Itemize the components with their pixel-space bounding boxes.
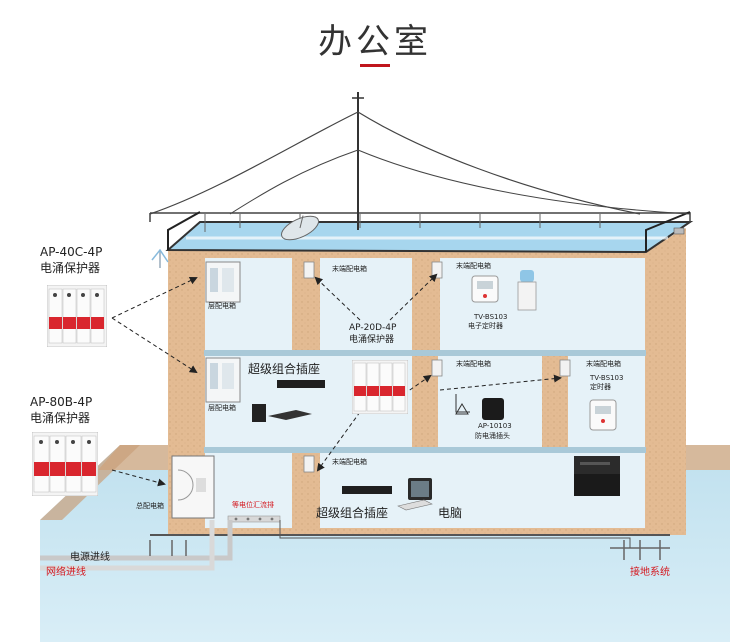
floor3-mid-box-label: 末端配电箱	[332, 265, 367, 273]
ap40c-model-label: AP-40C-4P	[40, 245, 103, 259]
lightning-rod-icon	[151, 248, 169, 268]
camera-icon	[673, 227, 685, 235]
floor1-mid-box-label: 末端配电箱	[332, 458, 367, 466]
floor3-right-box-label: 末端配电箱	[456, 262, 491, 270]
water-dispenser-icon	[517, 270, 537, 311]
title-underline	[360, 64, 390, 67]
spd-module-icon	[32, 432, 98, 496]
floor2-distribution-panel	[205, 357, 241, 403]
plug-icon	[455, 394, 504, 420]
floor3-device-model-label: TV-BS103	[474, 313, 508, 321]
network-in-label: 网络进线	[46, 567, 86, 578]
ap20d-model-label: AP-20D-4P	[349, 323, 397, 333]
floor3-left-box-label: 层配电箱	[208, 302, 236, 310]
floor2-mid-device-model-label: AP-10103	[478, 422, 512, 430]
ap80b-name-label: 电涌保护器	[30, 411, 91, 425]
main-distribution-cabinet	[171, 455, 215, 519]
floor1-main-box-label: 总配电箱	[136, 502, 164, 510]
ap20d-name-label: 电涌保护器	[349, 335, 395, 345]
power-strip-icon	[277, 380, 392, 494]
ap80b-model-label: AP-80B-4P	[30, 395, 93, 409]
grounding-label: 接地系统	[630, 567, 670, 578]
printer-icon	[574, 456, 620, 496]
floor2-socket-label: 超级组合插座	[248, 362, 321, 376]
power-in-label: 电源进线	[70, 552, 110, 563]
floor2-left-box-label: 层配电箱	[208, 404, 236, 412]
antenna-mast-icon	[149, 92, 691, 230]
ap40c-name-label: 电涌保护器	[40, 261, 101, 275]
page-title: 办公室	[318, 22, 432, 62]
floor3-device-name-label: 电子定时器	[468, 322, 503, 330]
floor2-right-device-name-label: 定时器	[590, 383, 611, 391]
spd-module-icon	[47, 285, 107, 347]
floor1-socket-label: 超级组合插座	[316, 506, 389, 520]
floor2-right-box-label: 末端配电箱	[586, 360, 621, 368]
router-icon	[252, 404, 312, 422]
floor1-busbar-label: 等电位汇流排	[232, 501, 274, 509]
floor2-right-device-model-label: TV-BS103	[590, 374, 624, 382]
busbar-icon	[227, 515, 281, 523]
satellite-dish-icon	[280, 215, 320, 241]
spd-module-icon	[352, 360, 408, 414]
computer-icon	[397, 478, 433, 511]
floor1-computer-label: 电脑	[438, 506, 463, 520]
timer-device-icon	[471, 275, 617, 431]
floor2-mid-device-name-label: 防电涌插头	[475, 432, 510, 440]
floor3-distribution-panel	[205, 261, 241, 303]
floor2-mid-box-label: 末端配电箱	[456, 360, 491, 368]
building-right-wall	[646, 228, 686, 535]
